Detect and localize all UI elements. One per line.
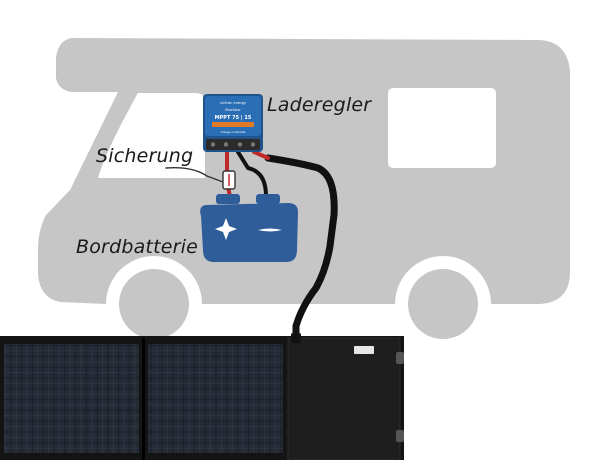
battery-minus-sign — [258, 228, 282, 232]
camper-side-window — [388, 88, 496, 168]
fuse-icon — [222, 170, 236, 190]
terminal-4 — [250, 142, 256, 147]
label-charge-controller: Laderegler — [267, 94, 372, 116]
camper-front-window — [98, 93, 205, 178]
battery-black-wire — [236, 150, 268, 198]
battery-terminal-negative — [256, 194, 280, 204]
rear-wheel — [408, 269, 478, 339]
solar-cable — [264, 154, 338, 344]
controller-terminals — [206, 139, 260, 150]
battery-icon — [200, 194, 298, 262]
panel-cable-plug — [291, 333, 301, 343]
terminal-1 — [210, 142, 216, 147]
panel-clip-top — [396, 352, 404, 364]
label-battery: Bordbatterie — [76, 236, 199, 258]
panel-cells-right — [148, 344, 283, 453]
fuse-pointer — [165, 166, 224, 183]
panel-bag — [287, 337, 401, 461]
controller-line2: charge controller — [220, 130, 246, 134]
label-fuse: Sicherung — [96, 145, 194, 167]
battery-body — [200, 203, 298, 262]
panel-cells-left — [4, 344, 139, 453]
controller-line1: BlueSolar — [225, 108, 241, 112]
camper-silhouette — [38, 38, 570, 339]
battery-terminal-positive — [216, 194, 240, 204]
battery-plus-sign — [215, 218, 237, 240]
solar-cable-red-lead — [252, 150, 270, 160]
controller-model: MPPT 75 | 15 — [215, 115, 252, 121]
controller-brand: victron energy — [220, 101, 247, 105]
front-wheel — [119, 269, 189, 339]
terminal-3 — [237, 142, 243, 147]
panel-clip-bottom — [396, 430, 404, 442]
charge-controller: victron energy BlueSolar MPPT 75 | 15 ch… — [203, 94, 263, 152]
panel-bag-label — [354, 346, 374, 354]
solar-panel-folding — [0, 333, 404, 461]
terminal-2 — [223, 142, 229, 147]
controller-orange-strip — [212, 122, 254, 127]
